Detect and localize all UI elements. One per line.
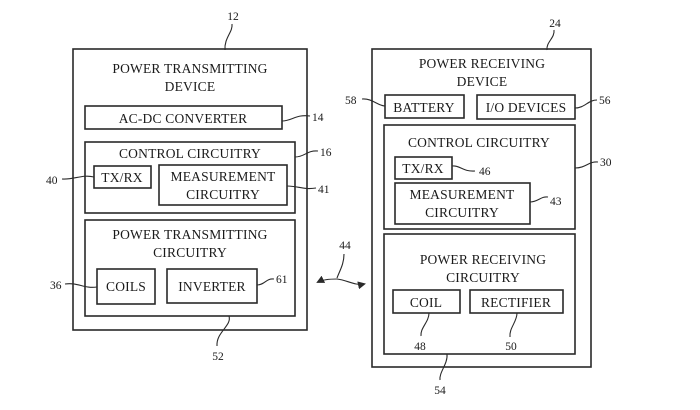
ac-dc-converter-box [84, 105, 283, 130]
ref-16: 16 [320, 147, 332, 159]
power-transmitting-device: 12 POWER TRANSMITTING DEVICE AC-DC CONVE… [46, 11, 332, 363]
ref-52: 52 [212, 351, 224, 363]
power-receiving-circuitry-line1: POWER RECEIVING [420, 252, 546, 267]
receiver-outer-box [371, 48, 592, 368]
receiver-measurement-line1: MEASUREMENT [410, 187, 516, 202]
power-receiving-circuitry-box [383, 233, 576, 355]
io-devices-box [476, 94, 576, 120]
ref-61: 61 [276, 274, 288, 286]
coils-label: COILS [106, 279, 146, 294]
ac-dc-converter-label: AC-DC CONVERTER [119, 111, 248, 126]
transmitter-txrx-label: TX/RX [101, 170, 143, 185]
ref-46: 46 [479, 166, 491, 178]
receiver-txrx-label: TX/RX [402, 161, 444, 176]
leader-58 [361, 98, 386, 107]
coil-box [392, 289, 461, 314]
ref-12: 12 [227, 11, 239, 23]
ref-48: 48 [414, 341, 426, 353]
ref-44: 44 [339, 240, 351, 252]
arrow-to-receiver [336, 278, 366, 290]
leader-43 [529, 196, 549, 203]
transmitter-title-line2: DEVICE [165, 79, 216, 94]
power-transmitting-circuitry-block: POWER TRANSMITTING CIRCUITRY COILS 36 IN… [50, 219, 296, 363]
ref-56: 56 [599, 95, 611, 107]
leader-61 [256, 278, 275, 286]
transmitter-outer-box [72, 48, 308, 331]
ref-58: 58 [345, 95, 357, 107]
leader-41 [286, 185, 317, 190]
receiver-measurement-box [394, 182, 531, 225]
ref-30: 30 [600, 157, 612, 169]
receiver-control-label: CONTROL CIRCUITRY [408, 135, 550, 150]
receiver-control-box [383, 124, 576, 230]
ref-24: 24 [549, 18, 561, 30]
ref-54: 54 [434, 385, 446, 397]
leader-14 [281, 115, 311, 122]
ref-43: 43 [550, 196, 562, 208]
arrow-to-transmitter [316, 275, 338, 283]
power-transmitting-circuitry-line1: POWER TRANSMITTING [112, 227, 267, 242]
ref-50: 50 [505, 341, 517, 353]
battery-block: BATTERY 58 [345, 94, 465, 119]
transmitter-control-label: CONTROL CIRCUITRY [119, 146, 261, 161]
coil-label: COIL [410, 295, 442, 310]
io-devices-block: I/O DEVICES 56 [476, 94, 611, 120]
transmitter-title-line1: POWER TRANSMITTING [112, 61, 267, 76]
rectifier-label: RECTIFIER [481, 295, 551, 310]
transmitter-control-circuitry-block: CONTROL CIRCUITRY 16 TX/RX 40 MEASUREMEN… [46, 141, 332, 214]
receiver-txrx-box [394, 156, 453, 180]
power-receiving-device: 24 POWER RECEIVING DEVICE BATTERY 58 I/O… [345, 18, 612, 397]
transmitter-measurement-line1: MEASUREMENT [171, 169, 277, 184]
coils-box [96, 268, 156, 305]
leader-48 [420, 312, 430, 337]
battery-label: BATTERY [393, 100, 454, 115]
leader-44 [336, 253, 345, 279]
inverter-label: INVERTER [178, 279, 246, 294]
ref-40: 40 [46, 175, 58, 187]
leader-40 [61, 175, 95, 180]
leader-30 [574, 161, 599, 169]
wireless-power-link: 44 [316, 240, 366, 290]
power-transmitting-circuitry-box [84, 219, 296, 317]
leader-36 [64, 283, 98, 288]
leader-50 [509, 312, 518, 338]
transmitter-measurement-box [158, 164, 288, 206]
leader-16 [294, 150, 319, 158]
leader-54 [439, 353, 448, 381]
receiver-title-line1: POWER RECEIVING [419, 56, 545, 71]
leader-46 [451, 165, 476, 172]
transmitter-control-box [84, 141, 296, 214]
io-devices-label: I/O DEVICES [486, 100, 567, 115]
receiver-title-line2: DEVICE [457, 74, 508, 89]
power-transmitting-circuitry-line2: CIRCUITRY [153, 245, 227, 260]
ac-dc-converter-block: AC-DC CONVERTER 14 [84, 105, 324, 130]
leader-52 [216, 315, 230, 347]
inverter-box [166, 268, 258, 304]
leader-24 [546, 29, 555, 51]
power-receiving-circuitry-line2: CIRCUITRY [446, 270, 520, 285]
ref-36: 36 [50, 280, 62, 292]
receiver-measurement-line2: CIRCUITRY [425, 205, 499, 220]
receiver-control-circuitry-block: CONTROL CIRCUITRY 30 TX/RX 46 MEASUREMEN… [383, 124, 612, 230]
ref-14: 14 [312, 112, 324, 124]
leader-56 [574, 99, 598, 109]
leader-12 [224, 23, 233, 51]
transmitter-measurement-line2: CIRCUITRY [186, 187, 260, 202]
ref-41: 41 [318, 184, 330, 196]
power-receiving-circuitry-block: POWER RECEIVING CIRCUITRY COIL 48 RECTIF… [383, 233, 576, 397]
